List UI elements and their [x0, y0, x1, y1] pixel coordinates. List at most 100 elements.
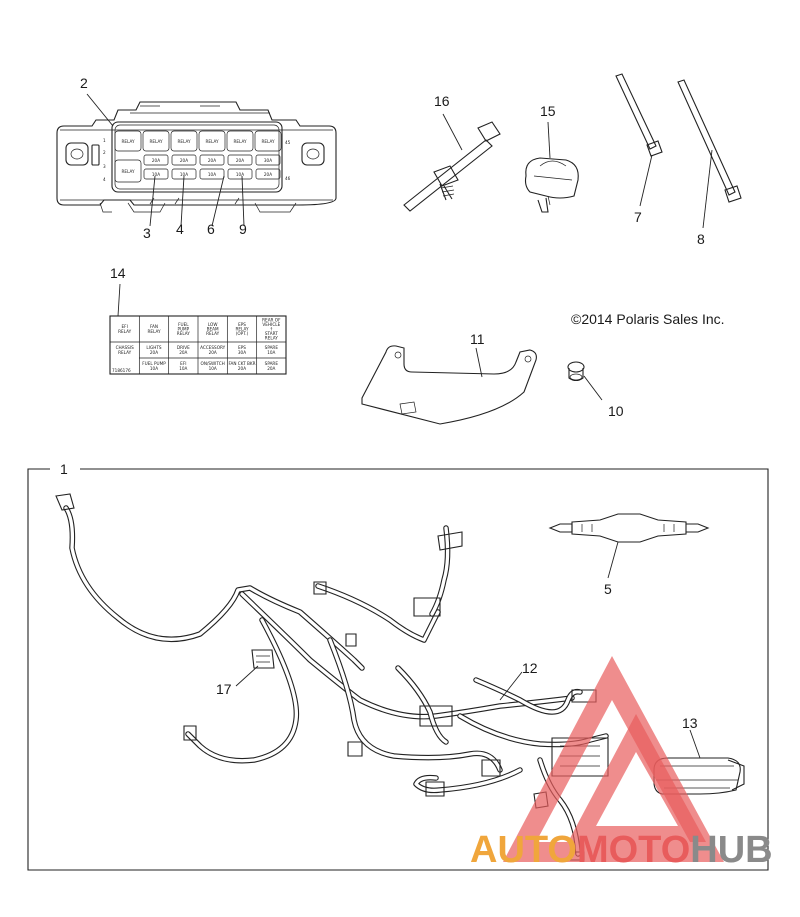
fuse-box-side-number-2: 2: [103, 150, 106, 155]
leader-4: [180, 175, 185, 227]
callout-17: 17: [216, 681, 232, 697]
leader-3: [149, 175, 156, 227]
relay-slot: [170, 130, 198, 152]
harness-kit-border: [27, 468, 769, 871]
leader-9: [241, 175, 245, 227]
relay-slot: [226, 130, 254, 152]
leader-14: [117, 283, 121, 317]
fuse-slot: [255, 154, 281, 166]
relay-slot-label: RELAY: [121, 169, 135, 174]
watermark-text-moto: MOTO: [577, 829, 690, 871]
leader-13: [689, 729, 701, 759]
watermark-text-auto: AUTO: [470, 829, 577, 871]
callout-3: 3: [143, 225, 151, 241]
relay-slot-label: RELAY: [177, 139, 191, 144]
callout-12: 12: [522, 660, 538, 676]
relay-connector[interactable]: [251, 649, 275, 669]
watermark-text-hub: HUB: [690, 829, 772, 871]
connector-clip[interactable]: [524, 157, 579, 213]
relay-slot: [114, 159, 142, 183]
fuse-rating: 20A: [264, 172, 272, 177]
callout-15: 15: [540, 103, 556, 119]
callout-6: 6: [207, 221, 215, 237]
relay-slot-label: RELAY: [121, 139, 135, 144]
relay-slot-label: RELAY: [261, 139, 275, 144]
leader-17: [235, 665, 259, 687]
fuse-slot: [227, 154, 253, 166]
leader-10: [583, 375, 603, 401]
fuse-box-side-number-3: 3: [103, 164, 106, 169]
callout-9: 9: [239, 221, 247, 237]
leader-12: [499, 671, 523, 701]
relay-slot-label: RELAY: [205, 139, 219, 144]
fuse-slot: [199, 154, 225, 166]
push-rivet[interactable]: [567, 361, 585, 382]
leader-8: [702, 149, 713, 229]
callout-1: 1: [60, 461, 68, 477]
watermark-inner-triangle: [568, 714, 706, 842]
fuse-rating: 20A: [180, 158, 188, 163]
leader-7: [639, 154, 653, 207]
fuse-slot: [143, 168, 169, 180]
cable-tie-short[interactable]: [615, 73, 663, 157]
leader-16: [442, 113, 463, 151]
leader-2: [86, 93, 114, 127]
callout-16: 16: [434, 93, 450, 109]
callout-8: 8: [697, 231, 705, 247]
callout-5: 5: [604, 581, 612, 597]
automotohub-watermark: AUTOMOTOHUB: [470, 656, 773, 871]
fuse-slot: [199, 168, 225, 180]
callout-14: 14: [110, 265, 126, 281]
fuse-box-side-number-4: 4: [103, 177, 106, 182]
relay-slot: [198, 130, 226, 152]
fuse-rating: 20A: [236, 158, 244, 163]
fuse-rating: 20A: [152, 158, 160, 163]
callout-13: 13: [682, 715, 698, 731]
fuse-slot: [171, 154, 197, 166]
fuse-box-side-number-1: 1: [103, 138, 106, 143]
callout-4: 4: [176, 221, 184, 237]
leader-15: [547, 121, 551, 159]
relay-slot: [114, 130, 142, 152]
fuse-box[interactable]: [56, 101, 337, 213]
relay-slot-label: RELAY: [233, 139, 247, 144]
leader-5: [607, 541, 619, 579]
mounting-bracket[interactable]: [361, 345, 537, 425]
fuse-rating: 20A: [208, 158, 216, 163]
copyright-text: ©2014 Polaris Sales Inc.: [571, 311, 725, 327]
jumper-harness[interactable]: [548, 513, 710, 543]
callout-2: 2: [80, 75, 88, 91]
callout-11: 11: [470, 331, 485, 347]
fuse-rating: 10A: [152, 172, 160, 177]
fuse-box-side-number-45: 45: [285, 140, 291, 145]
fuse-slot: [143, 154, 169, 166]
main-wiring-harness[interactable]: [55, 493, 609, 861]
relay-slot: [254, 130, 282, 152]
fuse-box-side-number-46: 46: [285, 176, 291, 181]
fuse-rating: 10A: [208, 172, 216, 177]
cable-tie-clip[interactable]: [403, 121, 501, 212]
fuse-rating: 10A: [236, 172, 244, 177]
relay-slot: [142, 130, 170, 152]
cable-tie-long[interactable]: [677, 79, 742, 203]
decal-part-number: 7186176: [112, 368, 131, 373]
